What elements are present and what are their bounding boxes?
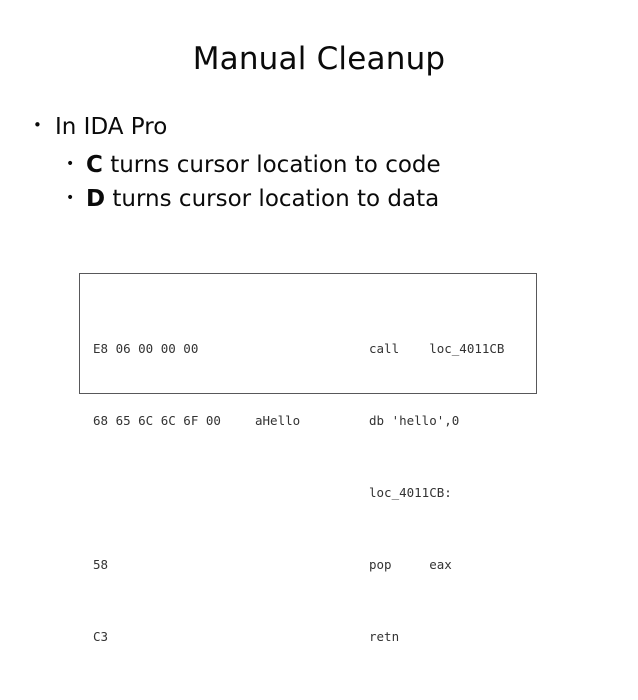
slide: Manual Cleanup • In IDA Pro • C turns cu…: [0, 41, 638, 644]
code-row: 58 pop eax: [93, 556, 532, 574]
code-instruction: retn: [369, 629, 400, 644]
code-symbol: [255, 484, 369, 502]
code-bytes: 68 65 6C 6C 6F 00: [93, 413, 221, 428]
code-row: 68 65 6C 6C 6F 00 aHello db 'hello',0: [93, 412, 532, 430]
code-symbol: [255, 556, 369, 574]
bullet-list: • In IDA Pro • C turns cursor location t…: [0, 112, 638, 217]
code-listing: E8 06 00 00 00 call loc_4011CB 68 65 6C …: [93, 286, 532, 700]
list-item-description: turns cursor location to data: [105, 186, 440, 212]
list-item-label: D turns cursor location to data: [86, 183, 439, 215]
code-symbol: aHello: [255, 413, 301, 428]
code-bytes: [93, 484, 255, 502]
code-listing-box: E8 06 00 00 00 call loc_4011CB 68 65 6C …: [79, 273, 537, 644]
list-item: • D turns cursor location to data: [0, 183, 638, 215]
bullet-icon: •: [66, 156, 75, 172]
bullet-icon: •: [33, 116, 42, 134]
code-bytes: C3: [93, 629, 109, 644]
code-symbol: [255, 628, 369, 646]
code-row: C3 retn: [93, 628, 532, 646]
code-symbol: [255, 340, 369, 358]
code-row: E8 06 00 00 00 call loc_4011CB: [93, 340, 532, 358]
code-instruction: db 'hello',0: [369, 413, 460, 428]
shortcut-key: D: [86, 186, 106, 212]
code-bytes: E8 06 00 00 00: [93, 341, 199, 356]
list-item-description: turns cursor location to code: [102, 152, 441, 178]
code-instruction: pop eax: [369, 557, 452, 572]
page-title: Manual Cleanup: [192, 41, 446, 77]
bullet-icon: •: [66, 190, 75, 206]
list-item: • In IDA Pro: [0, 112, 638, 143]
list-item: • C turns cursor location to code: [0, 149, 638, 181]
code-row: loc_4011CB:: [93, 484, 532, 502]
code-instruction: call loc_4011CB: [369, 341, 505, 356]
code-bytes: 58: [93, 557, 109, 572]
shortcut-key: C: [86, 152, 103, 178]
list-item-label: C turns cursor location to code: [86, 149, 441, 181]
list-item-label: In IDA Pro: [55, 114, 168, 140]
code-label: loc_4011CB:: [369, 485, 452, 500]
